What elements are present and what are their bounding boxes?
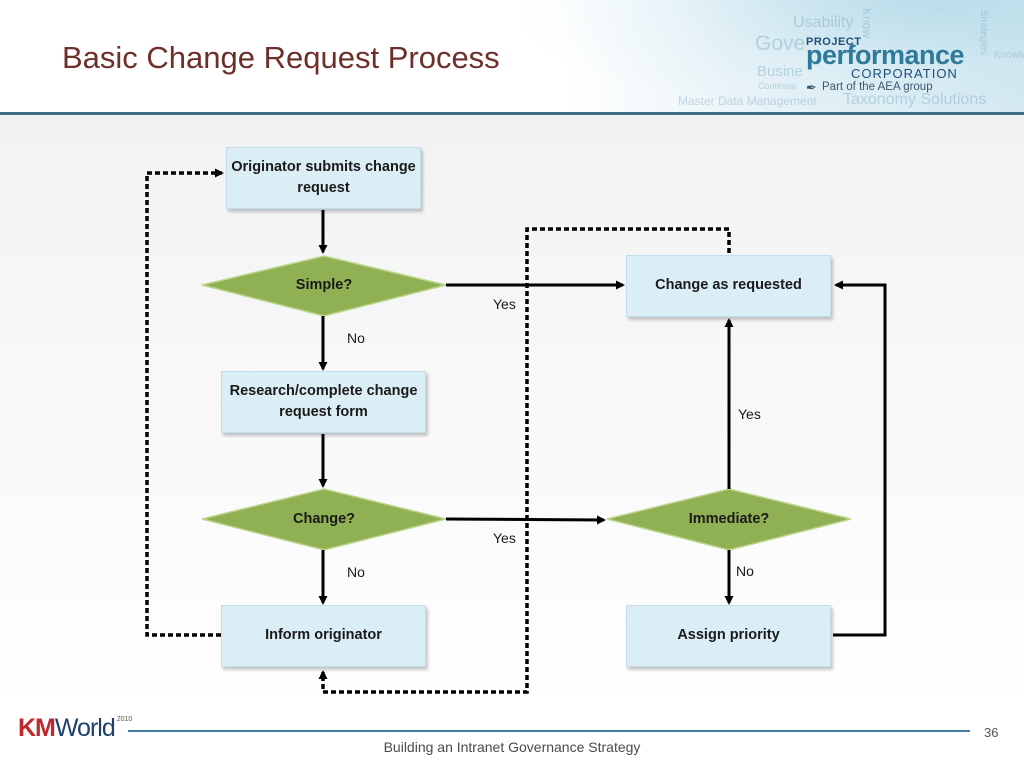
header-background bbox=[0, 0, 1024, 113]
decision-immediate-label: Immediate? bbox=[688, 511, 770, 527]
logo-performance-text: performance bbox=[806, 40, 965, 70]
header-divider bbox=[0, 112, 1024, 115]
dotted-arrow-change-as-requested-to-inform bbox=[318, 227, 731, 694]
edge-label-change-no: No bbox=[347, 564, 365, 580]
watermark-word: Strategies bbox=[978, 10, 989, 56]
watermark-word: Usability bbox=[793, 14, 854, 31]
watermark-word: Taxonomy Solutions bbox=[843, 91, 987, 108]
edge-label-immediate-no: No bbox=[736, 563, 754, 579]
logo-tagline: Part of the AEA group bbox=[822, 81, 933, 93]
logo-project-text: PROJECT bbox=[806, 36, 862, 48]
process-box-label: Change as requested bbox=[655, 277, 802, 294]
process-box-label: Assign priority bbox=[677, 627, 780, 644]
decision-change-label: Change? bbox=[292, 511, 356, 527]
logo-mark-icon: ✒ bbox=[806, 80, 817, 95]
content-background bbox=[0, 115, 1024, 715]
watermark-word: Know bbox=[860, 8, 874, 39]
process-box-inform-originator: Inform originator bbox=[221, 605, 426, 667]
edge-label-simple-yes: Yes bbox=[493, 296, 516, 312]
logo-corporation-text: CORPORATION bbox=[851, 66, 958, 81]
edge-label-change-yes: Yes bbox=[493, 530, 516, 546]
kmworld-logo-world: World bbox=[54, 714, 116, 742]
page-title: Basic Change Request Process bbox=[62, 40, 500, 75]
watermark-word: Master Data Management bbox=[678, 94, 817, 108]
header-swoosh-decoration bbox=[520, 0, 1024, 113]
process-box-research: Research/complete change request form bbox=[221, 371, 426, 433]
process-box-label: Originator submits change request bbox=[231, 158, 416, 196]
watermark-word: Continual bbox=[758, 81, 797, 91]
edge-label-immediate-yes: Yes bbox=[738, 406, 761, 422]
decision-simple-label: Simple? bbox=[295, 277, 353, 293]
kmworld-logo-year: 2010 bbox=[116, 716, 133, 723]
dotted-arrow-inform-to-submit bbox=[145, 168, 224, 637]
footer-caption: Building an Intranet Governance Strategy bbox=[383, 739, 641, 755]
company-logo: PROJECT performance CORPORATION ✒ Part o… bbox=[806, 36, 976, 98]
watermark-word: Busine bbox=[757, 63, 803, 80]
process-box-originator-submits: Originator submits change request bbox=[226, 147, 421, 209]
watermark-word: Gove bbox=[755, 32, 806, 55]
page-number: 36 bbox=[984, 725, 999, 740]
edge-label-simple-no: No bbox=[347, 330, 365, 346]
process-box-change-as-requested: Change as requested bbox=[626, 255, 831, 317]
process-box-assign-priority: Assign priority bbox=[626, 605, 831, 667]
watermark-word: Knowledge bbox=[994, 50, 1024, 61]
process-box-label: Inform originator bbox=[265, 627, 382, 644]
kmworld-logo-km: KM bbox=[18, 714, 56, 742]
arrow-change-yes-to-immediate bbox=[445, 515, 606, 525]
process-box-label: Research/complete change request form bbox=[229, 382, 418, 420]
arrow-assign-priority-to-change-as-requested bbox=[833, 280, 887, 637]
footer-divider bbox=[128, 730, 970, 732]
